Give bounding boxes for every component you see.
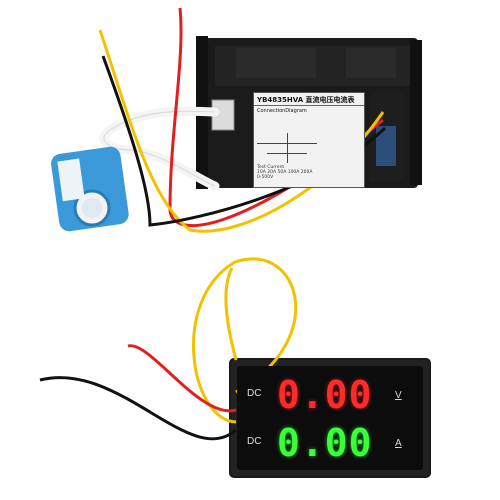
current-unit: A — [395, 438, 402, 449]
connection-diagram-sticker: YB4835HVA 直流电压电流表 ConnectionDiagram Test… — [253, 92, 365, 188]
diagram-title: ConnectionDiagram — [257, 108, 307, 114]
wire-black-bottom — [39, 376, 237, 441]
current-shunt-sensor — [51, 146, 129, 232]
voltage-prefix: DC — [247, 388, 262, 399]
wire-yellow-bottom — [192, 257, 298, 424]
current-readout: 0.00 — [277, 421, 373, 465]
wire-red-bottom — [127, 344, 237, 413]
voltage-unit: V — [395, 390, 402, 401]
current-ranges-label: 10A 20A 50A 100A 200A — [257, 170, 313, 175]
test-current-label: Test Current — [257, 165, 285, 170]
wire-yellow-bottom-tail — [224, 267, 238, 361]
voltage-readout: 0.00 — [277, 373, 373, 417]
current-prefix: DC — [247, 436, 262, 447]
meter-display: DC 0.00 V DC 0.00 A — [237, 366, 423, 470]
wiring-diagram — [257, 133, 317, 163]
model-label: YB4835HVA 直流电压电流表 — [254, 93, 364, 106]
voltage-range-label: 0-500V — [257, 175, 274, 180]
white-connector-cable — [99, 106, 220, 191]
